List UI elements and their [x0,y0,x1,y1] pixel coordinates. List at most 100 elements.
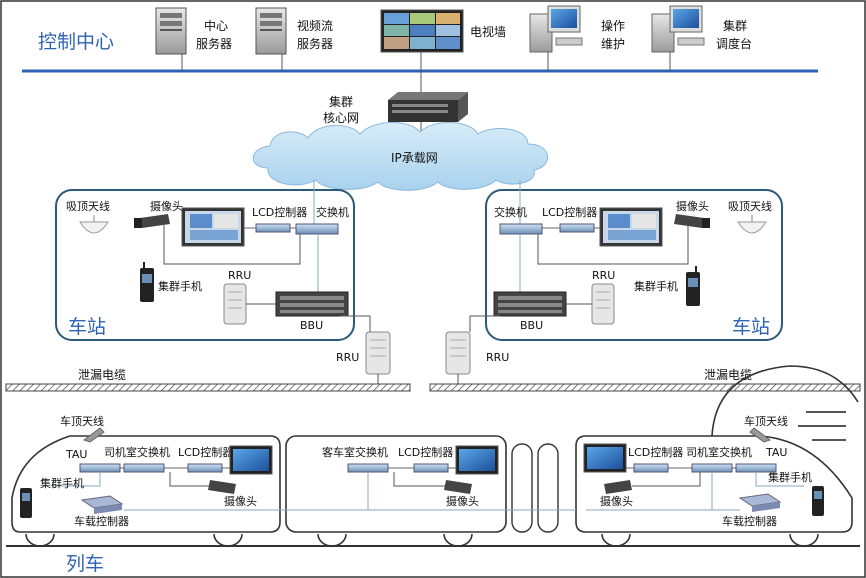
station-left-antenna-label: 吸顶天线 [66,199,110,213]
train-car-right [575,435,853,533]
center-server-label-2: 服务器 [196,36,232,51]
station-right-title: 车站 [732,316,770,338]
rru-icon-trackside-left [365,331,391,375]
passenger-switch-icon [347,463,389,473]
train-camera-label-mid: 摄像头 [446,494,479,508]
lcd-label-left: LCD控制器 [178,445,233,459]
handset-icon-station-left [140,262,154,302]
train-camera-label-right: 摄像头 [600,494,633,508]
train-nose-outline [711,365,859,437]
switch-camera-link-train-left [169,472,210,487]
leaky-cable-left [5,383,411,392]
station-right-camera-label: 摄像头 [676,199,709,213]
handset-icon-station-right [686,266,700,306]
ceiling-antenna-icon-left [79,215,109,234]
station-right-lcd-label: LCD控制器 [542,205,597,219]
lcd-controller-icon-right [559,223,595,233]
cab-switch-icon-right [691,463,733,473]
lcd-controller-train-right [633,463,669,473]
ip-network-label: IP承载网 [391,151,438,165]
leaky-cable-right [429,383,861,392]
trackside-rru-label-left: RRU [336,351,359,364]
train-camera-label-left: 摄像头 [224,494,257,508]
train-camera-icon-mid [444,480,472,494]
rru-icon-station-left [223,283,247,325]
train-lcd-screen-right [583,443,627,473]
roof-antenna-label-left: 车顶天线 [60,414,104,428]
leaky-cable-label-right: 泄漏电缆 [704,368,752,382]
tv-wall-icon [380,9,464,71]
onboard-controller-icon-left [80,495,124,514]
train-camera-icon-left [208,480,236,494]
handset-icon-train-right [812,486,824,516]
switch-camera-link-right [537,226,689,265]
station-left-bbu-label: BBU [300,319,323,332]
train-gangway-2 [537,443,559,533]
station-left-title: 车站 [68,316,106,338]
lcd-screen-icon-right [599,207,663,247]
wheel-5 [601,533,631,547]
cab-switch-label-right: 司机室交换机 [686,445,752,459]
lcd-label-right: LCD控制器 [628,445,683,459]
station-left-box [55,189,355,341]
center-server-icon [155,7,187,71]
station-left-rru-label: RRU [228,269,251,282]
switch-camera-link-train-right [632,472,701,487]
core-network-label-1: 集群 [329,94,353,109]
tau-icon-left [79,463,121,473]
lcd-label-mid: LCD控制器 [398,445,453,459]
trackside-rru-label-right: RRU [486,351,509,364]
core-network-label-2: 核心网 [323,111,359,125]
station-left-switch-label: 交换机 [316,205,349,219]
wheel-3 [317,533,347,547]
station-right-handset-label: 集群手机 [634,279,678,293]
train-gangway-1 [511,443,533,533]
bbu-trackside-rru-link-left [340,315,371,332]
station-right-bbu-label: BBU [520,319,543,332]
station-right-switch-label: 交换机 [494,205,527,219]
lcd-screen-icon-left [181,207,245,247]
station-left-handset-label: 集群手机 [158,279,202,293]
train-lcd-screen-mid [455,445,499,475]
handset-label-train-right: 集群手机 [768,470,812,484]
lcd-controller-train-left [187,463,223,473]
ceiling-antenna-icon-right [737,215,767,234]
wheel-2 [213,533,243,547]
switch-camera-link-train-mid [393,472,446,487]
train-car-middle [285,435,507,533]
core-network-icon [388,92,468,122]
handset-icon-train-left [20,488,32,518]
station-right-antenna-label: 吸顶天线 [728,199,772,213]
switch-camera-link-left [163,224,301,265]
station-right-box [485,189,783,341]
roof-antenna-icon-left [82,427,105,443]
tau-handset-link-right [755,472,804,487]
switch-icon-right [499,223,543,235]
train-title: 列车 [66,553,104,575]
train-car-left [11,435,281,533]
camera-icon-right [674,214,710,228]
onboard-controller-label-right: 车载控制器 [722,514,777,528]
cab-switch-icon-left [123,463,165,473]
handset-label-train-left: 集群手机 [40,476,84,490]
center-server-label-1: 中心 [204,18,228,33]
station-right-rru-label: RRU [592,269,615,282]
wheel-1 [25,533,55,547]
video-server-label-2: 服务器 [297,36,333,51]
train-lcd-screen-left [229,445,273,475]
dispatch-label-1: 集群 [723,18,747,33]
rru-icon-station-right [591,283,615,325]
rru-icon-trackside-right [445,331,471,375]
tau-label-right: TAU [765,446,787,459]
video-server-label-1: 视频流 [297,18,333,33]
bbu-trackside-rru-link-right [469,315,500,332]
bbu-icon-left [275,291,349,317]
station-left-lcd-label: LCD控制器 [252,205,307,219]
lcd-controller-train-mid [413,463,449,473]
tau-label-left: TAU [65,448,87,461]
ip-network-cloud [252,121,549,191]
cab-switch-label-left: 司机室交换机 [104,445,170,459]
lcd-controller-icon-left [255,223,291,233]
